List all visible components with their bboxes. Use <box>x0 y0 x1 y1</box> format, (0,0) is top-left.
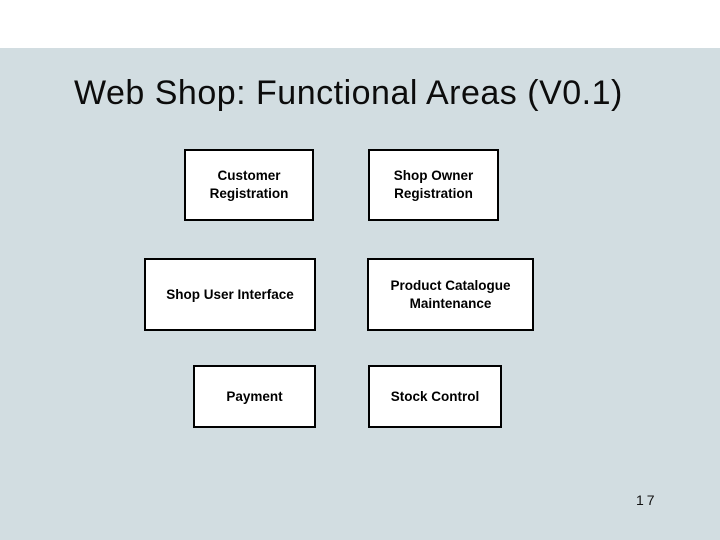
functional-area-box-shop-user-interface: Shop User Interface <box>144 258 316 331</box>
functional-area-box-stock-control: Stock Control <box>368 365 502 428</box>
box-label: Shop User Interface <box>166 286 294 302</box>
functional-area-box-customer-registration: Customer Registration <box>184 149 314 221</box>
box-label: Customer Registration <box>209 168 289 201</box>
functional-area-box-shop-owner-registration: Shop Owner Registration <box>368 149 499 221</box>
functional-area-box-payment: Payment <box>193 365 316 428</box>
page-number: 17 <box>636 492 658 508</box>
box-label: Product Catalogue Maintenance <box>390 277 511 311</box>
slide-background <box>0 48 720 540</box>
box-label: Stock Control <box>390 388 480 404</box>
box-label: Payment <box>226 388 283 404</box>
slide-title: Web Shop: Functional Areas (V0.1) <box>74 74 623 112</box>
functional-area-box-product-catalogue-maintenance: Product Catalogue Maintenance <box>367 258 534 331</box>
box-label: Shop Owner Registration <box>393 168 474 201</box>
